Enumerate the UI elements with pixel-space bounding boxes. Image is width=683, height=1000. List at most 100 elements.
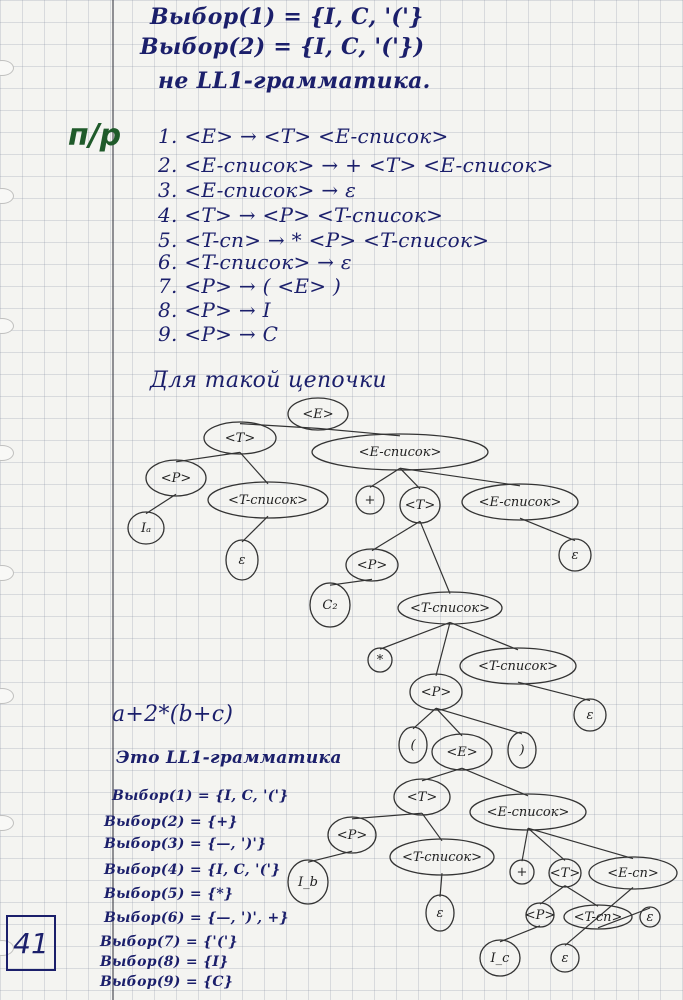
selection-6: Выбор(6) = {—, ')', +} (104, 910, 289, 926)
tree-node-label: <T-список> (402, 850, 482, 865)
conclusion: Это LL1-грамматика (116, 748, 342, 768)
tree-edge (379, 621, 451, 650)
tree-node-ellipse (207, 481, 329, 519)
tree-caption: Для такой цепочки (150, 368, 387, 393)
tree-node-label: ε (437, 906, 444, 921)
tree-node-ellipse (507, 731, 537, 769)
tree-node-ellipse (393, 778, 451, 816)
tree-node-ellipse (397, 591, 503, 625)
tree-node: <T> (393, 778, 451, 816)
rule-9: 9. <P> → C (158, 322, 279, 346)
tree-node: <P> (409, 673, 463, 711)
tree-node: <T> (399, 486, 441, 524)
tree-edge (435, 622, 451, 676)
tree-edge (399, 467, 521, 487)
tree-node-ellipse (548, 858, 582, 888)
tree-node: ε (225, 539, 259, 581)
tree-node: ε (550, 943, 580, 973)
tree-node-label: + (517, 865, 528, 880)
tree-node: <T> (203, 421, 277, 455)
tree-node: C₂ (309, 582, 351, 628)
tree-node-label: <E-список> (479, 495, 562, 510)
tree-edge (449, 621, 519, 651)
tree-edge (399, 467, 421, 490)
tree-node: <P> (327, 816, 377, 854)
tree-node-ellipse (550, 943, 580, 973)
tree-node-label: ε (587, 708, 594, 723)
tree-node-label: <P> (525, 908, 556, 923)
tree-edge (241, 515, 269, 543)
tree-edge (351, 812, 423, 820)
tree-node: ( (398, 726, 428, 764)
tree-edge (519, 517, 576, 542)
tree-node: <E-список> (311, 433, 489, 471)
tree-edge (499, 925, 541, 943)
tree-node-label: <T-список> (228, 493, 308, 508)
rule-8: 8. <P> → I (158, 298, 271, 322)
tree-node-ellipse (459, 647, 577, 685)
tree-node: <P> (345, 548, 399, 582)
tree-node: <T> (548, 858, 582, 888)
tree-node: ε (425, 894, 455, 932)
tree-node: <E-сп> (588, 856, 678, 890)
tree-node-ellipse (461, 483, 579, 521)
tree-node-label: <E-сп> (607, 866, 659, 881)
tree-edge (439, 873, 443, 897)
tree-node-label: ε (647, 910, 654, 925)
tree-node-label: <T-сп> (574, 910, 623, 925)
tree-node: <T-список> (207, 481, 329, 519)
tree-node-label: <T-список> (478, 659, 558, 674)
tree-node-label: <E-список> (359, 445, 442, 460)
rule-3: 3. <E-список> → ε (158, 178, 357, 202)
header-line-2: Выбор(2) = {I, C, '('}) (140, 34, 425, 60)
rule-4: 4. <T> → <P> <T-список> (158, 203, 444, 227)
tree-node-ellipse (145, 459, 207, 497)
tree-node: <E-список> (469, 793, 587, 831)
tree-node-label: ε (239, 553, 246, 568)
tree-node-label: I_b (297, 875, 318, 890)
tree-edge (371, 520, 421, 552)
tree-node-label: <E-список> (487, 805, 570, 820)
tree-node-label: Iₐ (140, 521, 151, 536)
tree-node-ellipse (558, 538, 592, 572)
tree-node-ellipse (287, 397, 349, 431)
tree-node-label: <E> (446, 745, 477, 760)
tree-node: <T-сп> (563, 904, 633, 930)
tree-node-ellipse (389, 838, 495, 876)
tree-node-ellipse (409, 673, 463, 711)
rule-5: 5. <T-сп> → * <P> <T-список> (158, 228, 490, 252)
margin-line (112, 0, 114, 1000)
tree-edge (539, 885, 566, 905)
tree-edge (517, 681, 591, 702)
tree-node: + (509, 859, 535, 885)
tree-edge (239, 423, 319, 429)
tree-node-label: + (365, 493, 376, 508)
tree-node: I_b (287, 859, 329, 905)
expression: a+2*(b+c) (112, 702, 234, 727)
tree-node-ellipse (469, 793, 587, 831)
selection-8: Выбор(8) = {I} (100, 954, 229, 970)
tree-edge (145, 493, 177, 515)
tree-edge (369, 467, 401, 488)
tree-edge (435, 707, 523, 735)
tree-node: <T-список> (397, 591, 503, 625)
tree-node-label: <T> (407, 790, 437, 805)
tree-node-ellipse (425, 894, 455, 932)
tree-edge (421, 812, 443, 842)
tree-node: ε (558, 538, 592, 572)
tree-edge (307, 850, 353, 863)
tree-node: <E-список> (461, 483, 579, 521)
selection-1: Выбор(1) = {I, C, '('} (112, 788, 289, 804)
rule-7: 7. <P> → ( <E> ) (158, 274, 342, 298)
rule-2: 2. <E-список> → + <T> <E-список> (158, 153, 554, 177)
header-line-1: Выбор(1) = {I, C, '('} (150, 4, 424, 30)
tree-node-label: <T> (225, 431, 255, 446)
tree-node-ellipse (309, 582, 351, 628)
page-number: 41 (6, 915, 56, 971)
tree-node-ellipse (225, 539, 259, 581)
tree-node-ellipse (327, 816, 377, 854)
tree-node-ellipse (127, 511, 165, 545)
selection-9: Выбор(9) = {C} (100, 974, 234, 990)
tree-node: ε (639, 906, 661, 928)
tree-node-ellipse (311, 433, 489, 471)
